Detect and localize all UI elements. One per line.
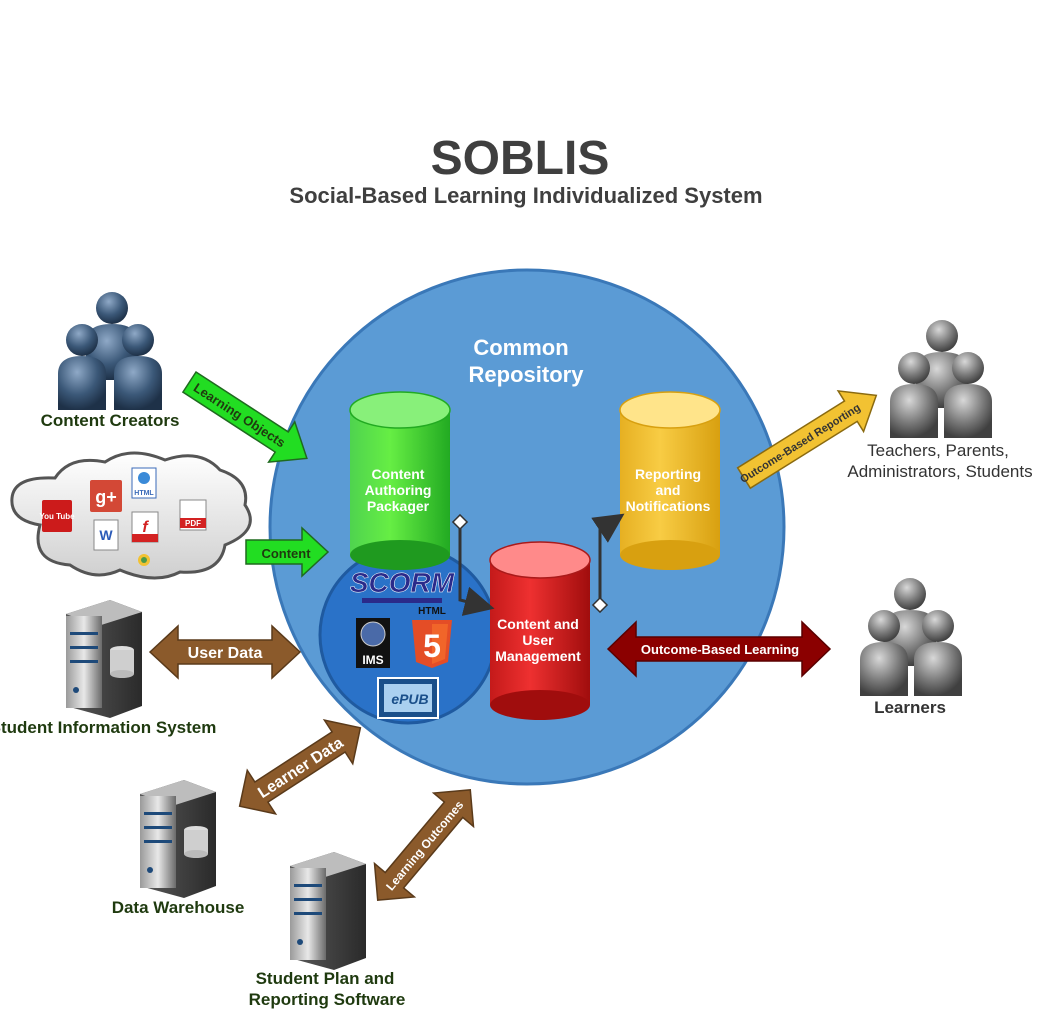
arrow-user-data-label: User Data <box>188 645 263 662</box>
cylinder-authoring: Content Authoring Packager <box>349 391 451 570</box>
learners-group-icon <box>860 578 962 696</box>
scorm-logo: SCORM <box>350 567 455 603</box>
sis-label: Student Information System <box>0 718 216 737</box>
authoring-label-3: Packager <box>367 498 430 514</box>
word-file-icon: W <box>93 519 119 551</box>
reporting-label-3: Notifications <box>626 498 711 514</box>
html-file-icon: HTML <box>131 467 157 499</box>
svg-text:5: 5 <box>423 628 441 664</box>
authoring-label-1: Content <box>372 466 425 482</box>
data-warehouse-server-icon <box>140 780 216 898</box>
ims-logo: IMS <box>356 618 390 668</box>
data-warehouse-label: Data Warehouse <box>112 898 245 917</box>
svg-text:HTML: HTML <box>134 490 154 497</box>
svg-text:ePUB: ePUB <box>391 691 428 707</box>
reporting-label-1: Reporting <box>635 466 701 482</box>
svg-text:W: W <box>99 527 113 543</box>
content-creators-label: Content Creators <box>41 411 180 430</box>
cylinder-management: Content and User Management <box>489 541 591 720</box>
flash-file-icon: f <box>131 511 159 543</box>
repository-label-line1: Common <box>473 335 568 360</box>
html5-logo: HTML 5 <box>412 606 452 668</box>
svg-text:f: f <box>142 519 149 536</box>
arrow-learner-data-label: Learner Data <box>255 734 346 802</box>
teachers-group-icon <box>890 320 992 438</box>
svg-text:HTML: HTML <box>418 606 446 617</box>
arrow-outcome-learning: Outcome-Based Learning <box>606 620 832 678</box>
svg-text:g+: g+ <box>95 487 117 507</box>
student-plan-server-icon <box>290 852 366 970</box>
arrow-learning-objects-label: Learning Objects <box>191 380 288 450</box>
sis-server-icon <box>66 600 142 718</box>
management-label-2: User <box>522 632 554 648</box>
management-label-1: Content and <box>497 616 579 632</box>
student-plan-label-2: Reporting Software <box>249 990 406 1009</box>
youtube-icon: You Tube <box>39 500 75 532</box>
arrow-learning-outcomes-label: Learning Outcomes <box>383 798 466 894</box>
diagram-title: SOBLIS <box>431 132 610 185</box>
arrow-user-data: User Data <box>148 624 302 680</box>
epub-logo: ePUB <box>377 677 439 719</box>
svg-text:You Tube: You Tube <box>39 512 75 521</box>
media-cloud <box>10 451 252 580</box>
management-label-3: Management <box>495 648 581 664</box>
svg-text:SCORM: SCORM <box>350 567 455 598</box>
svg-text:PDF: PDF <box>185 519 201 528</box>
cylinder-reporting: Reporting and Notifications <box>619 391 721 570</box>
reporting-label-2: and <box>656 482 681 498</box>
arrow-learning-outcomes: Learning Outcomes <box>373 789 475 901</box>
arrow-learner-data: Learner Data <box>238 719 362 815</box>
learners-label: Learners <box>874 698 946 717</box>
connector-management-reporting <box>591 513 625 614</box>
pinwheel-icon <box>138 554 150 566</box>
arrow-content: Content <box>245 526 330 578</box>
authoring-label-2: Authoring <box>365 482 432 498</box>
diagram-subtitle: Social-Based Learning Individualized Sys… <box>289 183 762 208</box>
arrow-outcome-learning-label: Outcome-Based Learning <box>641 642 799 657</box>
teachers-label-2: Administrators, Students <box>847 462 1032 481</box>
repository-label-line2: Repository <box>469 362 585 387</box>
teachers-label-1: Teachers, Parents, <box>867 441 1009 460</box>
pdf-file-icon: PDF <box>179 499 207 531</box>
content-creators-icon <box>58 292 162 410</box>
student-plan-label-1: Student Plan and <box>256 969 395 988</box>
svg-text:IMS: IMS <box>362 653 383 667</box>
arrow-content-label: Content <box>261 546 311 561</box>
connector-authoring-management <box>451 513 495 616</box>
google-plus-icon: g+ <box>90 480 122 512</box>
